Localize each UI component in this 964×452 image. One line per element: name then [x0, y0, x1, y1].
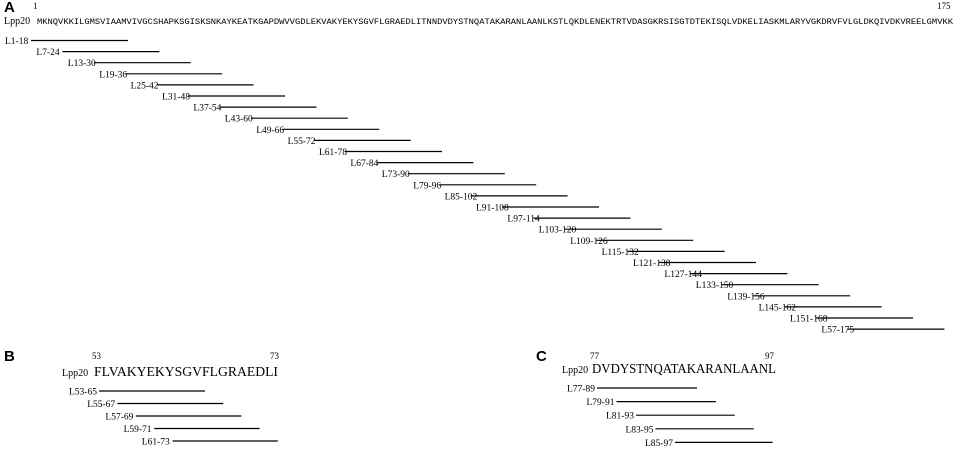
peptide-label: L55-72 — [288, 137, 316, 147]
peptide-label: L79-96 — [413, 181, 441, 191]
panel-c-protein-name: Lpp20 — [562, 365, 588, 376]
panel-c-letter: C — [536, 348, 547, 365]
peptide-label: L103-120 — [539, 226, 577, 236]
panel-c-end-position: 97 — [765, 351, 775, 361]
peptide-label: L67-84 — [350, 159, 378, 169]
panel-b-sequence: FLVAKYEKYSGVFLGRAEDLI — [94, 364, 278, 379]
panel-a-end-position: 175 — [937, 1, 951, 11]
peptide-label: L127-144 — [664, 270, 702, 280]
peptide-row: L109-126 — [570, 237, 694, 247]
panel-b-protein-name: Lpp20 — [62, 368, 88, 379]
peptide-label: L43-60 — [225, 115, 253, 125]
peptide-label: L115-132 — [602, 248, 639, 258]
peptide-row: L57-175 — [821, 326, 945, 336]
peptide-label: L55-67 — [87, 400, 115, 410]
peptide-label: L73-90 — [382, 170, 410, 180]
peptide-label: L57-175 — [821, 326, 854, 336]
peptide-row: L103-120 — [539, 226, 662, 236]
peptide-row: L7-24 — [36, 48, 160, 58]
peptide-row: L61-73 — [142, 438, 278, 448]
peptide-label: L151-168 — [790, 315, 828, 325]
peptide-row: L49-66 — [256, 126, 380, 136]
panel-b-start-position: 53 — [92, 351, 102, 361]
peptide-row: L55-72 — [288, 137, 411, 147]
peptide-row: L37-54 — [193, 104, 317, 114]
panel-b-end-position: 73 — [270, 351, 280, 361]
peptide-row: L83-95 — [626, 425, 754, 435]
panel-c-start-position: 77 — [590, 351, 600, 361]
peptide-label: L121-138 — [633, 259, 671, 269]
peptide-label: L57-69 — [105, 413, 133, 423]
peptide-row: L79-91 — [587, 398, 716, 408]
peptide-label: L7-24 — [36, 48, 59, 58]
panel-c-sequence: DVDYSTNQATAKARANLAANL — [592, 361, 776, 376]
peptide-label: L59-71 — [124, 425, 152, 435]
peptide-row: L61-78 — [319, 148, 442, 158]
peptide-row: L1-18 — [5, 37, 128, 47]
peptide-row: L25-42 — [131, 81, 254, 91]
peptide-label: L91-108 — [476, 204, 509, 214]
peptide-row: L77-89 — [567, 385, 697, 395]
peptide-label: L79-91 — [587, 398, 615, 408]
panel-a-letter: A — [4, 0, 15, 16]
panel-a-start-position: 1 — [33, 1, 38, 11]
peptide-label: L145-162 — [759, 303, 797, 313]
peptide-row: L85-97 — [645, 439, 773, 449]
peptide-row: L151-168 — [790, 315, 913, 325]
peptide-row: L73-90 — [382, 170, 505, 180]
peptide-label: L81-93 — [606, 412, 634, 422]
peptide-row: L57-69 — [105, 413, 242, 423]
peptide-label: L77-89 — [567, 385, 595, 395]
peptide-row: L121-138 — [633, 259, 756, 269]
panel-a-sequence: MKNQVKKILGMSVIAAMVIVGCSHAPKSGISKSNKAYKEA… — [37, 19, 953, 27]
peptide-row: L79-96 — [413, 181, 537, 191]
peptide-label: L61-73 — [142, 438, 170, 448]
peptide-row: L43-60 — [225, 115, 348, 125]
peptide-row: L67-84 — [350, 159, 474, 169]
peptide-row: L19-36 — [99, 70, 223, 80]
peptide-label: L31-48 — [162, 93, 190, 103]
peptide-label: L85-97 — [645, 439, 673, 449]
peptide-label: L19-36 — [99, 70, 127, 80]
peptide-label: L83-95 — [626, 425, 654, 435]
peptide-label: L97-114 — [507, 215, 540, 225]
peptide-row: L139-156 — [727, 292, 851, 302]
peptide-label: L61-78 — [319, 148, 347, 158]
peptide-label: L1-18 — [5, 37, 28, 47]
peptide-row: L115-132 — [602, 248, 725, 258]
peptide-row: L31-48 — [162, 93, 285, 103]
peptide-row: L145-162 — [759, 303, 882, 313]
peptide-label: L109-126 — [570, 237, 608, 247]
peptide-label: L53-65 — [69, 388, 97, 398]
peptide-label: L49-66 — [256, 126, 284, 136]
peptide-row: L85-102 — [445, 192, 568, 202]
peptide-row: L133-150 — [696, 281, 819, 291]
peptide-row: L55-67 — [87, 400, 224, 410]
peptide-label: L139-156 — [727, 292, 765, 302]
peptide-row: L97-114 — [507, 215, 631, 225]
panel-b-letter: B — [4, 348, 15, 365]
panel-a-protein-name: Lpp20 — [4, 16, 30, 27]
peptide-row: L53-65 — [69, 388, 205, 398]
peptide-label: L25-42 — [131, 81, 159, 91]
peptide-label: L133-150 — [696, 281, 734, 291]
peptide-row: L13-30 — [68, 59, 191, 69]
peptide-row: L91-108 — [476, 204, 599, 214]
peptide-row: L81-93 — [606, 412, 735, 422]
peptide-label: L85-102 — [445, 192, 478, 202]
peptide-row: L59-71 — [124, 425, 260, 435]
panel-a-peptide-list: L1-18L7-24L13-30L19-36L25-42L31-48L37-54… — [5, 37, 945, 336]
peptide-label: L13-30 — [68, 59, 96, 69]
peptide-label: L37-54 — [193, 104, 221, 114]
peptide-row: L127-144 — [664, 270, 788, 280]
